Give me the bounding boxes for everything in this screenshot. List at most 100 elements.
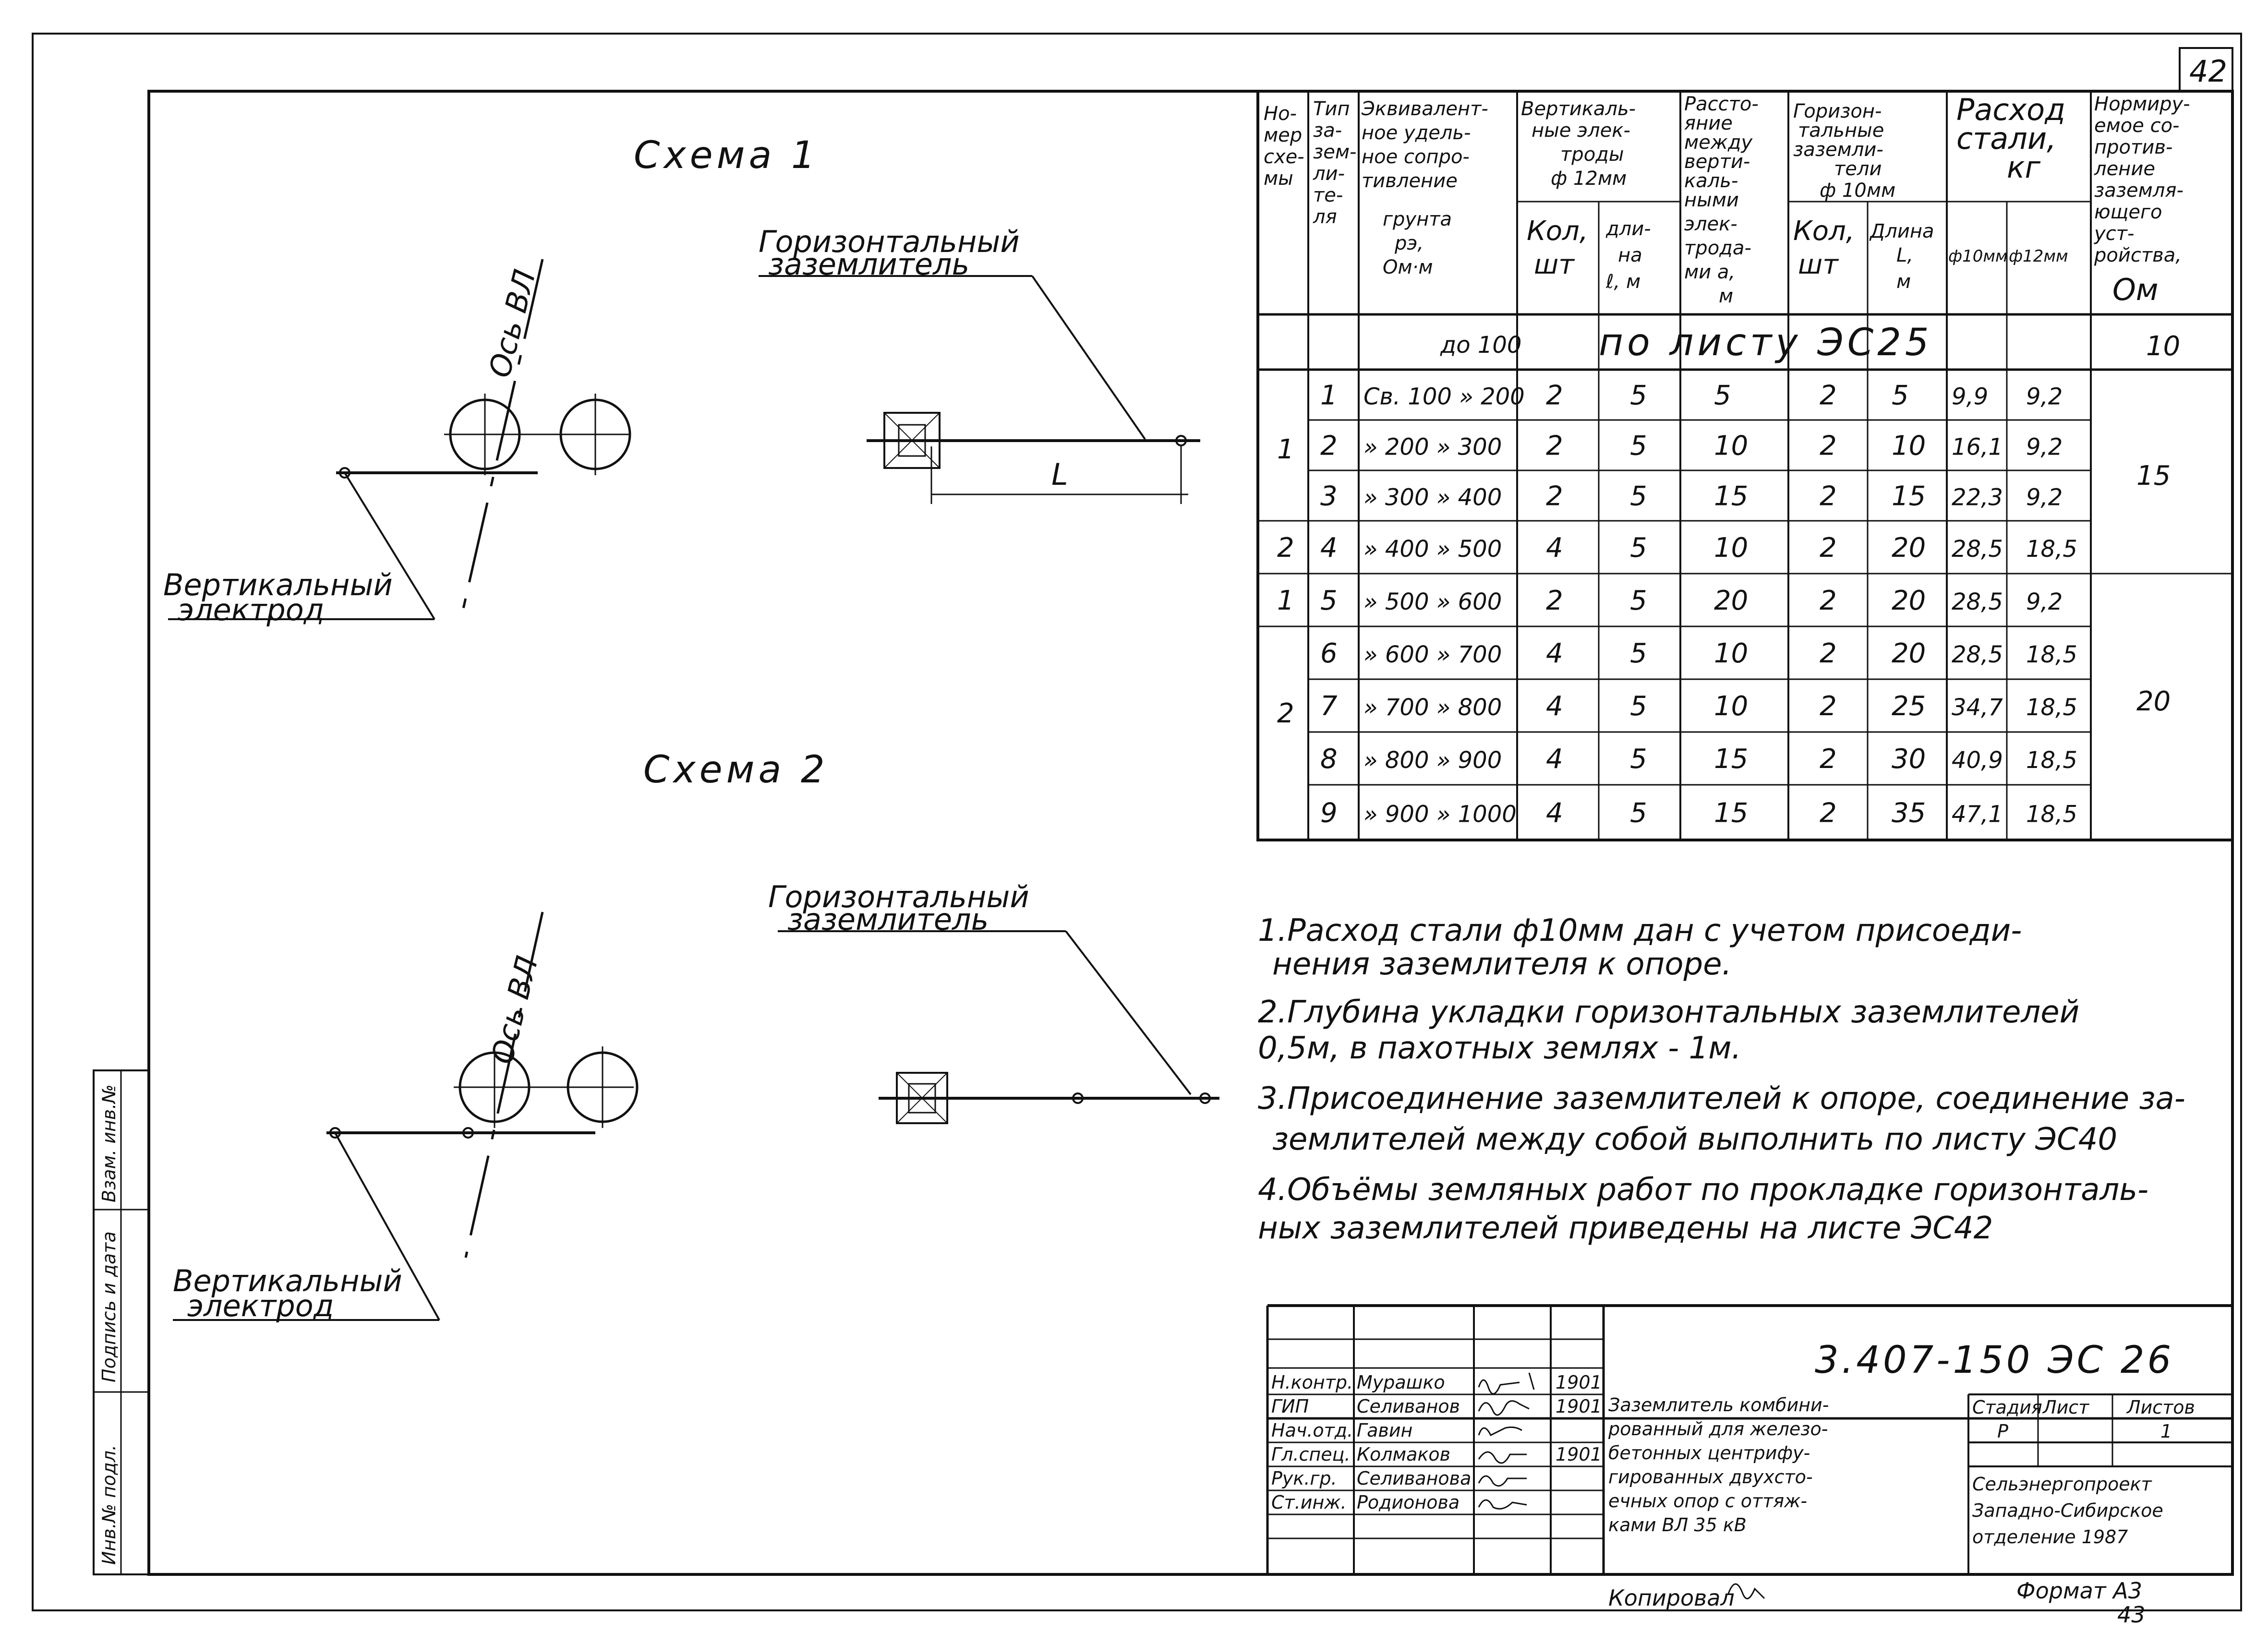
table-cell-a: 10 — [1714, 638, 1748, 669]
table-cell-type: 3 — [1320, 481, 1338, 512]
title-date: 1901 — [1556, 1372, 1602, 1393]
title-name: Селиванова — [1357, 1468, 1471, 1489]
table-cell-a: 15 — [1714, 481, 1748, 512]
table-cell-a: 15 — [1714, 744, 1748, 775]
scheme2-node — [1199, 1092, 1211, 1104]
header-resistivity: рэ, — [1394, 232, 1424, 254]
header-resistivity: грунта — [1383, 208, 1452, 230]
table-cell-s10: 40,9 — [1952, 747, 2003, 774]
header-scheme-no: мы — [1264, 168, 1293, 190]
scheme2-axis-line — [464, 912, 544, 1258]
sheets-label: Листов — [2126, 1397, 2195, 1418]
table-cell-hl: 35 — [1892, 798, 1926, 829]
table-cell-hn: 2 — [1820, 481, 1837, 512]
scheme1-title: Схема 1 — [634, 134, 819, 177]
header-horizontal: заземли- — [1793, 139, 1883, 161]
header-vertical-length: на — [1618, 244, 1642, 266]
scheme1-dim-label: L — [1051, 457, 1068, 492]
title-role: Н.контр. — [1271, 1372, 1353, 1393]
scheme-group: 2 — [1277, 698, 1294, 729]
org-line: Западно-Сибирское — [1972, 1500, 2163, 1521]
sheets-value: 1 — [2160, 1421, 2172, 1442]
side-stamp — [93, 1069, 150, 1575]
title-date: 1901 — [1556, 1444, 1602, 1465]
title-role: Гл.спец. — [1271, 1444, 1351, 1465]
header-distance: элек- — [1684, 213, 1737, 235]
table-cell-type: 1 — [1320, 380, 1338, 411]
table-cell-hl: 20 — [1892, 585, 1926, 616]
table-cell-vn: 2 — [1546, 481, 1563, 512]
header-resistivity: тивление — [1362, 170, 1458, 192]
header-resistivity: Ом·м — [1383, 256, 1433, 278]
header-type: ля — [1313, 206, 1337, 228]
table-cell-hl: 25 — [1892, 691, 1926, 722]
table-cell-s10: 9,9 — [1952, 384, 1988, 410]
note-line: 2.Глубина укладки горизонтальных заземли… — [1258, 995, 2079, 1030]
scheme2-node — [462, 1127, 474, 1139]
table-cell-vl: 5 — [1630, 585, 1647, 616]
header-norm: уст- — [2094, 223, 2134, 245]
norm-group: 20 — [2136, 686, 2171, 717]
title-date: 1901 — [1556, 1396, 1602, 1417]
header-steel: стали, — [1956, 121, 2056, 156]
table-cell-type: 2 — [1320, 431, 1338, 462]
scheme1-axis-label: Ось ВЛ — [482, 266, 543, 381]
page-number: 43 — [2117, 1602, 2146, 1628]
header-norm: Нормиру- — [2094, 93, 2190, 115]
scheme1-leader — [344, 472, 435, 620]
scheme2-leader — [1065, 930, 1192, 1095]
table-cell-a: 10 — [1714, 532, 1748, 564]
table-cell-vn: 4 — [1546, 744, 1563, 775]
table-cell-hn: 2 — [1820, 532, 1837, 564]
title-block — [1266, 1304, 2232, 1574]
header-distance: м — [1719, 285, 1733, 307]
scheme2-node — [329, 1127, 341, 1139]
note-line: 1.Расход стали ф10мм дан с учетом присое… — [1258, 913, 2022, 948]
table-cell-vn: 4 — [1546, 532, 1563, 564]
note-line: нения заземлителя к опоре. — [1272, 947, 1732, 982]
title-name: Гавин — [1357, 1420, 1412, 1441]
signature — [1478, 1400, 1530, 1416]
header-steel-12: ф12мм — [2009, 247, 2068, 266]
table-cell-s10: 28,5 — [1952, 641, 2003, 668]
table-cell-s10: 22,3 — [1952, 484, 2003, 511]
table-cell-s10: 28,5 — [1952, 588, 2003, 615]
table-cell-s12: 9,2 — [2026, 588, 2063, 615]
table-cell-rho: » 500 » 600 — [1363, 588, 1502, 615]
table-cell-hn: 2 — [1820, 744, 1837, 775]
scheme1-node — [1175, 435, 1187, 446]
header-type: Тип — [1313, 98, 1350, 120]
scheme1-node — [339, 467, 350, 479]
table-cell-a: 10 — [1714, 691, 1748, 722]
table-cell-vl: 5 — [1630, 431, 1647, 462]
table-cell-vl: 5 — [1630, 638, 1647, 669]
scheme2-vertical-label: Вертикальный — [173, 1263, 402, 1298]
parameters-table — [1256, 90, 2234, 841]
table-cell-s12: 9,2 — [2026, 484, 2063, 511]
scheme2-node — [1072, 1092, 1084, 1104]
org-line: отделение 1987 — [1972, 1526, 2128, 1548]
header-scheme-no: схе- — [1264, 146, 1304, 168]
table-cell-vn: 4 — [1546, 691, 1563, 722]
title-role: Нач.отд. — [1271, 1420, 1353, 1441]
stage-label: Стадия — [1972, 1397, 2042, 1418]
title-role: ГИП — [1271, 1396, 1309, 1417]
drawing-code: 3.407-150 ЭС 26 — [1815, 1339, 2174, 1382]
first-row-norm: 10 — [2146, 331, 2180, 362]
header-horizontal-length: L, — [1896, 244, 1913, 266]
header-type: зем- — [1313, 141, 1357, 163]
header-distance: между — [1684, 132, 1753, 154]
header-horizontal-count: шт — [1798, 249, 1839, 280]
scheme1-horizontal-label: заземлитель — [768, 247, 969, 282]
table-cell-rho: » 600 » 700 — [1363, 641, 1502, 668]
header-norm: заземля- — [2094, 180, 2184, 202]
note-line: 3.Присоединение заземлителей к опоре, со… — [1258, 1081, 2185, 1116]
signature — [1478, 1499, 1527, 1510]
header-vertical-count: шт — [1534, 249, 1575, 280]
format-label: Формат А3 — [2016, 1578, 2142, 1604]
header-norm: против- — [2094, 136, 2172, 158]
table-cell-a: 15 — [1714, 798, 1748, 829]
table-cell-type: 5 — [1320, 585, 1338, 616]
side-stamp-text: Инв.№ подл. — [98, 1445, 120, 1565]
table-cell-hl: 30 — [1892, 744, 1926, 775]
